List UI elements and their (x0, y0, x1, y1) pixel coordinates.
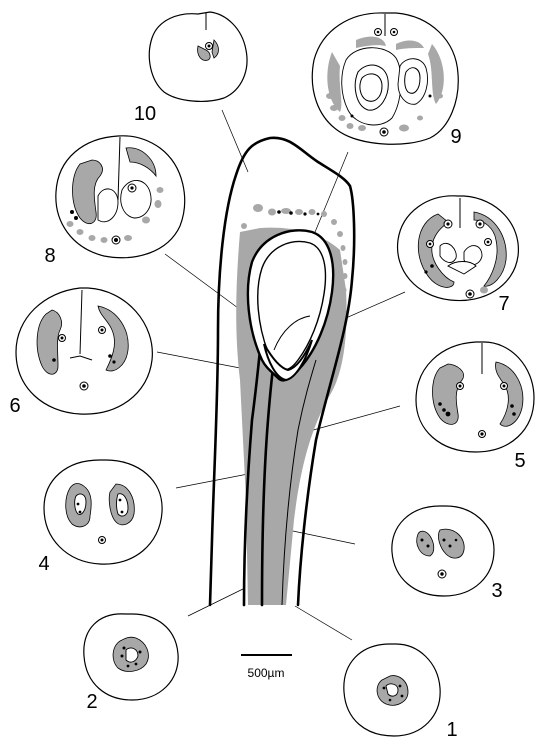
cross-section-10: 10 (134, 12, 247, 125)
section-6-outline (16, 288, 152, 414)
leader-line-6 (157, 352, 240, 368)
cross-section-5: 5 (416, 342, 534, 472)
section-label-3: 3 (491, 580, 502, 602)
leader-line-3 (288, 530, 355, 544)
cross-section-8: 8 (44, 136, 184, 267)
section-4-outline (44, 460, 162, 564)
section-9-cavity-small (398, 59, 428, 105)
section-3-outline (392, 506, 494, 596)
longitudinal-section (210, 138, 354, 605)
section-9-cavity-large (342, 48, 401, 125)
cross-section-6: 6 (9, 288, 152, 417)
leader-line-8 (165, 254, 238, 308)
cross-section-4: 4 (38, 460, 162, 575)
section-label-2: 2 (86, 691, 97, 713)
section-label-5: 5 (514, 450, 525, 472)
section-10-outline (149, 12, 247, 101)
section-label-10: 10 (134, 103, 156, 125)
leader-line-10 (222, 110, 248, 172)
cross-section-1: 1 (344, 644, 458, 740)
cross-section-2: 2 (84, 614, 178, 713)
section-label-4: 4 (38, 553, 49, 575)
cross-section-7: 7 (398, 196, 519, 315)
scale-bar-label: 500µm (248, 666, 285, 680)
section-label-9: 9 (450, 126, 461, 148)
cross-section-3: 3 (392, 506, 503, 602)
section-label-1: 1 (446, 719, 457, 740)
section-label-7: 7 (498, 293, 509, 315)
section-label-6: 6 (9, 395, 20, 417)
leader-line-1 (295, 606, 352, 640)
leader-line-2 (188, 588, 245, 616)
scale-bar: 500µm (241, 655, 292, 680)
section-label-8: 8 (44, 245, 55, 267)
cross-section-9: 9 (312, 13, 461, 148)
